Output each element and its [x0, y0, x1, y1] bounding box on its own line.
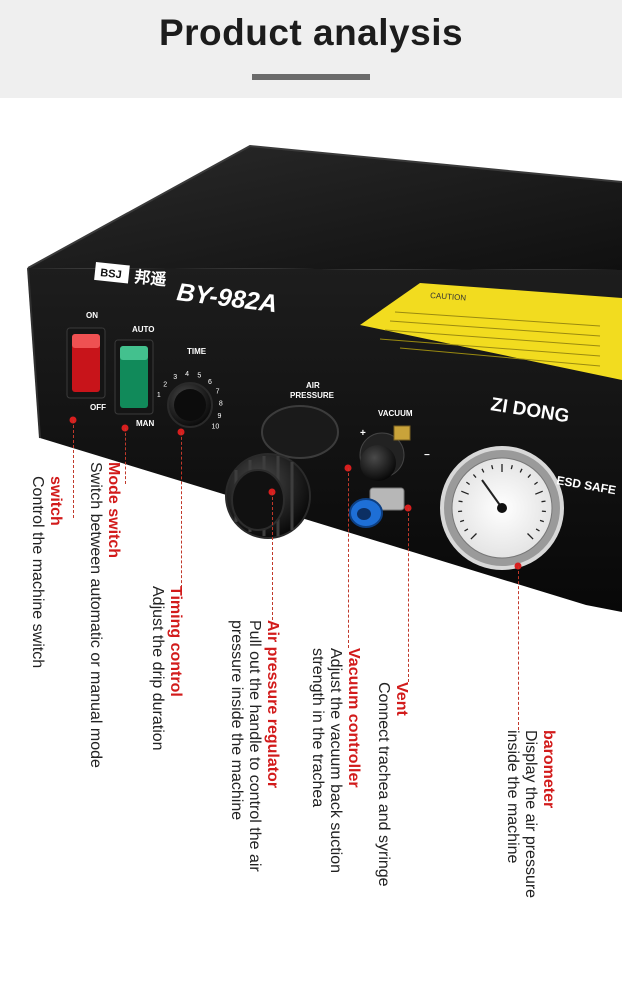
timer-tick-label: 4	[185, 371, 189, 378]
title-underline	[252, 74, 370, 80]
gauge-tick	[466, 481, 470, 486]
callout-vent-desc: Connect trachea and syringe	[375, 682, 393, 887]
vacuum-controller[interactable]: VACUUM + −	[359, 409, 430, 481]
gauge-tick	[527, 533, 534, 540]
callout-mode-title: Mode switch	[105, 462, 122, 559]
callout-mode: Mode switch Switch between automatic or …	[86, 462, 122, 768]
timer-tick-label: 5	[197, 373, 201, 380]
lead-mode	[125, 428, 126, 484]
power-switch[interactable]: ON OFF	[66, 311, 106, 412]
callout-vacuum: Vacuum controller Adjust the vacuum back…	[308, 648, 362, 873]
timer-tick-label: 1	[157, 392, 161, 399]
mode-auto-label: AUTO	[132, 325, 155, 334]
callout-barometer: barometer Display the air pressure insid…	[503, 730, 557, 898]
gauge-tick	[535, 490, 543, 495]
power-off-label: OFF	[90, 403, 106, 412]
callout-timing-title: Timing control	[167, 586, 184, 697]
callout-barometer-title: barometer	[540, 730, 557, 809]
caution-sticker: CAUTION	[360, 283, 622, 380]
callout-air: Air pressure regulator Pull out the hand…	[227, 620, 281, 872]
callout-air-title: Air pressure regulator	[264, 620, 281, 789]
callout-timing: Timing control Adjust the drip duration	[148, 586, 184, 751]
page-title: Product analysis	[158, 12, 464, 53]
air-label-1: AIR	[306, 381, 320, 390]
callout-vacuum-desc-2: strength in the trachea	[309, 648, 327, 808]
callout-timing-desc: Adjust the drip duration	[149, 586, 167, 751]
gauge-tick	[461, 490, 469, 495]
vacuum-label: VACUUM	[378, 409, 413, 418]
callout-switch-desc: Control the machine switch	[29, 476, 47, 669]
gauge-tick	[534, 481, 538, 486]
lead-vent	[408, 508, 409, 682]
callout-mode-desc: Switch between automatic or manual mode	[87, 462, 105, 768]
lead-timing	[181, 432, 182, 588]
gauge-tick	[519, 468, 523, 473]
vacuum-minus: −	[424, 450, 430, 461]
device-top-panel	[27, 144, 622, 270]
timer-tick-label: 2	[163, 382, 167, 389]
vent-connector[interactable]	[349, 487, 405, 528]
callout-air-desc-1: Pull out the handle to control the air	[246, 620, 264, 872]
brand-cn: 邦遥	[134, 267, 168, 289]
gauge-tick	[458, 500, 463, 503]
gauge-tick	[470, 533, 477, 540]
callout-vacuum-desc-1: Adjust the vacuum back suction	[327, 648, 345, 874]
lead-barometer	[518, 566, 519, 730]
air-pressure-regulator[interactable]: AIR PRESSURE	[225, 381, 339, 539]
timer-label: TIME	[187, 347, 207, 356]
gauge-tick	[539, 519, 544, 523]
mode-switch[interactable]: AUTO MAN	[114, 325, 155, 428]
callout-switch: switch Control the machine switch	[28, 476, 64, 668]
callout-vacuum-title: Vacuum controller	[345, 648, 362, 788]
power-on-label: ON	[86, 311, 98, 320]
gauge-tick	[541, 500, 546, 503]
timer-tick-label: 9	[218, 413, 222, 420]
timer-scale: 123 4 567 8 9 10	[157, 371, 223, 431]
callout-vent-title: Vent	[393, 682, 410, 716]
timer-tick-label: 3	[173, 374, 177, 381]
mode-man-label: MAN	[136, 419, 154, 428]
caution-title: CAUTION	[430, 291, 467, 303]
lead-vacuum	[348, 468, 349, 648]
gauge-tick	[481, 468, 485, 473]
lead-switch	[73, 420, 74, 518]
lead-air	[272, 492, 273, 620]
callout-air-desc-2: pressure inside the machine	[228, 620, 246, 821]
gauge-tick	[491, 465, 494, 470]
timer-tick-label: 8	[219, 401, 223, 408]
vacuum-plus: +	[360, 428, 366, 439]
timer-control[interactable]: TIME 123 4 567 8 9 10	[157, 347, 223, 431]
callout-switch-title: switch	[47, 476, 64, 526]
timer-tick-label: 10	[212, 424, 220, 431]
gauge-tick	[460, 519, 465, 523]
gauge-tick	[464, 528, 469, 532]
gauge-tick	[510, 465, 513, 470]
gauge-tick	[472, 474, 477, 479]
callout-barometer-desc-2: inside the machine	[504, 730, 522, 864]
gauge-tick	[535, 528, 540, 532]
timer-tick-label: 6	[208, 379, 212, 386]
air-label-2: PRESSURE	[290, 391, 335, 400]
timer-tick-label: 7	[216, 389, 220, 396]
brand-logo: BSJ	[100, 267, 123, 281]
dispenser-device: CAUTION BSJ 邦遥 BY-982A ZI DONG ON OFF AU…	[27, 144, 622, 612]
callout-barometer-desc-1: Display the air pressure	[522, 730, 540, 899]
gauge-tick	[527, 474, 532, 479]
callout-vent: Vent Connect trachea and syringe	[374, 682, 410, 887]
barometer-gauge	[440, 446, 564, 570]
header-banner: Product analysis	[0, 0, 622, 98]
